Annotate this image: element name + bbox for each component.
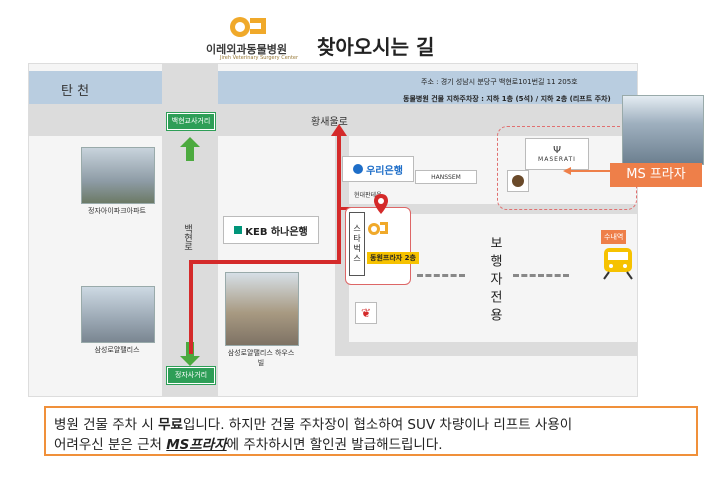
jeongja-i-park-caption: 정자아이파크아파트 xyxy=(88,207,146,215)
hana-bank-logo: KEB 하나은행 xyxy=(223,216,319,244)
hana-icon xyxy=(234,226,243,234)
samsung-royal-photo xyxy=(81,286,155,343)
samsung-royal-caption: 삼성로얄팰리스 xyxy=(94,346,140,354)
district-label: 탄 천 xyxy=(61,84,90,99)
hanssem-label: HANSSEM xyxy=(431,173,461,181)
location-map: 탄 천 주소 : 경기 성남시 분당구 백현로101번길 11 205호 동물병… xyxy=(28,63,638,397)
address-text: 주소 : 경기 성남시 분당구 백현로101번길 11 205호 xyxy=(421,78,578,86)
hana-bank-label: KEB 하나은행 xyxy=(245,226,308,238)
location-pin-icon xyxy=(374,194,388,214)
maserati-trident-icon: Ψ xyxy=(553,145,561,156)
logo-name: 이레외과동물병원 xyxy=(206,43,287,56)
small-shop-marker: ❦ xyxy=(355,302,377,324)
starbucks-sign-label: 스타벅스 xyxy=(352,224,362,264)
side-road-label: 백현로 xyxy=(182,224,192,251)
route-vertical-right xyxy=(337,130,341,264)
logo-icon xyxy=(230,17,266,37)
footpath-label: 보행자전용 xyxy=(487,236,502,326)
hyundai-pantheon-caption: 현대판테온 xyxy=(354,192,382,199)
note-free-emphasis: 무료 xyxy=(158,417,183,433)
lower-street xyxy=(335,204,637,214)
woori-bank-label: 우리은행 xyxy=(366,165,403,177)
ms-plaza-arrow-icon xyxy=(563,167,571,175)
woori-icon xyxy=(353,164,364,174)
top-band xyxy=(29,71,637,104)
jeongja-i-park-photo xyxy=(81,147,155,204)
main-road xyxy=(29,104,637,136)
hospital-logo: 이레외과동물병원 Jireh Veterinary Surgery Center xyxy=(198,14,298,62)
note-line1-pre: 병원 건물 주차 시 xyxy=(54,417,159,433)
note-ms-plaza-emphasis: MS프라자 xyxy=(166,437,227,453)
dealer-badge-icon xyxy=(512,175,524,187)
maserati-label: MASERATI xyxy=(538,156,576,163)
note-line-1: 병원 건물 주차 시 무료입니다. 하지만 건물 주차장이 협소하여 SUV 차… xyxy=(54,413,572,433)
station-label: 수내역 xyxy=(601,230,627,244)
hanssem-logo: HANSSEM xyxy=(415,170,477,184)
note-line2-post: 에 주차하시면 할인권 발급해드립니다. xyxy=(226,437,443,453)
note-line1-post: 입니다. 하지만 건물 주차장이 협소하여 SUV 차량이나 리프트 사용이 xyxy=(182,417,573,433)
woori-bank-logo: 우리은행 xyxy=(342,156,414,182)
main-road-label: 황새울로 xyxy=(311,117,348,128)
ms-plaza-photo xyxy=(622,95,704,165)
parking-info: 동물병원 건물 지하주차장 : 지하 1층 (5석) / 지하 2층 (리프트 … xyxy=(403,95,611,103)
train-icon xyxy=(603,248,633,280)
clinic-floor-tag: 동원프라자 2층 xyxy=(367,252,419,264)
footpath-right xyxy=(513,274,569,277)
dealer-badge xyxy=(507,170,529,192)
clinic-logo-icon xyxy=(368,222,388,235)
logo-subtitle: Jireh Veterinary Surgery Center xyxy=(220,55,299,61)
ms-plaza-label: MS 프라자 xyxy=(610,163,702,187)
bottom-street xyxy=(335,342,637,356)
down-arrow-icon xyxy=(180,342,200,366)
page-title: 찾아오시는 길 xyxy=(317,35,435,59)
route-horizontal xyxy=(189,260,341,264)
shop-marker-icon: ❦ xyxy=(360,306,372,320)
note-line-2: 어려우신 분은 근처 MS프라자에 주차하시면 할인권 발급해드립니다. xyxy=(54,433,443,453)
note-line2-pre: 어려우신 분은 근처 xyxy=(54,437,167,453)
ms-plaza-pointer xyxy=(567,170,611,172)
samsung-royal-house-caption: 삼성로얄팰리스 하우스빌 xyxy=(227,349,295,367)
samsung-royal-house-photo xyxy=(225,272,299,346)
intersection-bottom-sign: 정자사거리 xyxy=(167,367,215,384)
intersection-top-sign: 백현교사거리 xyxy=(167,113,215,130)
footpath-left xyxy=(417,274,465,277)
maserati-logo: Ψ MASERATI xyxy=(525,138,589,170)
starbucks-sign: 스타벅스 xyxy=(349,212,365,276)
route-arrow-icon xyxy=(331,124,347,136)
parking-note: 병원 건물 주차 시 무료입니다. 하지만 건물 주차장이 협소하여 SUV 차… xyxy=(44,406,698,456)
up-arrow-icon xyxy=(180,137,200,161)
route-vertical-left xyxy=(189,262,193,354)
